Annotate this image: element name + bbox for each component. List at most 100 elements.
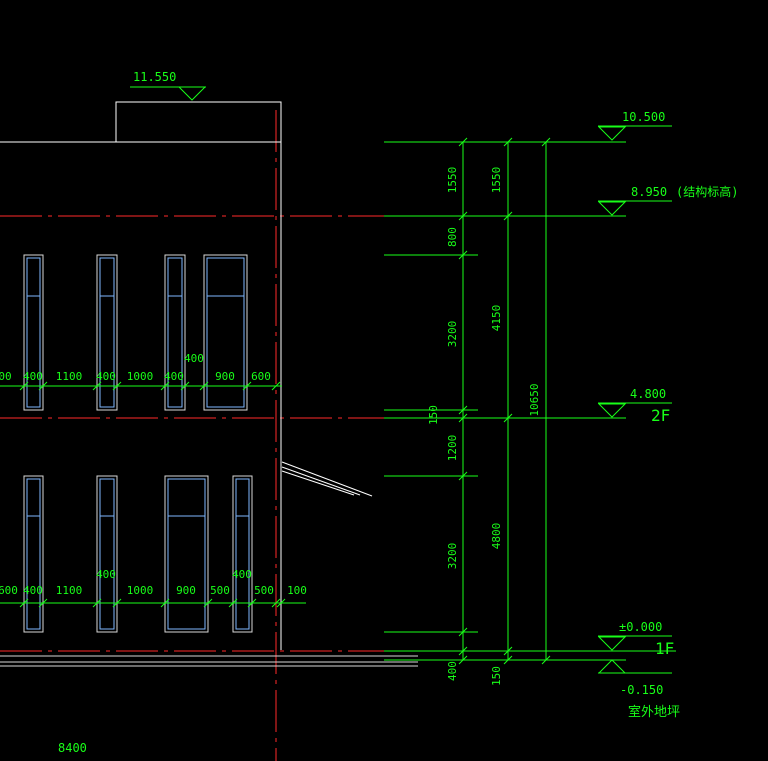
window-2 (164, 254, 186, 411)
axis-lines (0, 110, 384, 761)
hdim-upper-0: 00 (0, 370, 12, 383)
window-frame (23, 475, 44, 633)
vdim-inner-5: 3200 (446, 543, 459, 570)
hdim-lower-5: 900 (176, 584, 196, 597)
upper-tick-3 (112, 381, 122, 391)
windows-layer (23, 254, 253, 633)
outdoor-elevation-label: -0.150 (620, 683, 663, 697)
vdim-middle-3: 150 (490, 666, 503, 686)
hdim-lower-9: 100 (287, 584, 307, 597)
floor2-elevation-label: 4.800 (630, 387, 666, 401)
upper-tick-4 (160, 381, 170, 391)
window-4 (23, 475, 44, 633)
vdim-inner-3: 150 (427, 405, 440, 425)
horizontal-dimension-labels-upper: 00 400 1100 400 1000 400 400 900 600 (0, 352, 271, 383)
parapet-down-triangle-icon (177, 86, 207, 101)
window-glass (99, 478, 115, 630)
vdim-outer: 10650 (528, 383, 541, 416)
parapet-outline (115, 101, 282, 142)
hdim-lower-7: 400 (232, 568, 252, 581)
hdim-upper-7: 900 (215, 370, 235, 383)
hdim-lower-6: 500 (210, 584, 230, 597)
hdim-lower-2: 1100 (56, 584, 83, 597)
window-glass (206, 257, 245, 408)
vdim-middle-0: 1550 (490, 167, 503, 194)
window-glass (235, 478, 250, 630)
vdim-inner-1: 800 (446, 227, 459, 247)
roof-elevation-label: 10.500 (622, 110, 665, 124)
window-frame (96, 254, 118, 411)
hdim-upper-3: 400 (96, 370, 116, 383)
window-frame (164, 475, 209, 633)
vdim-middle-2: 4800 (490, 523, 503, 550)
vdim-inner-4: 1200 (446, 435, 459, 462)
lower-tick-5 (203, 598, 213, 608)
window-glass (26, 257, 41, 408)
outdoor-name-label: 室外地坪 (628, 704, 680, 720)
vdim-middle-1: 4150 (490, 305, 503, 332)
floor1-name-label: 1F (655, 639, 674, 658)
vdim-inner-6: 400 (446, 661, 459, 681)
upper-tick-7 (242, 381, 252, 391)
building-outline (0, 101, 418, 667)
window-frame (232, 475, 253, 633)
window-frame (203, 254, 248, 411)
lower-tick-8 (271, 598, 281, 608)
lower-tick-1 (38, 598, 48, 608)
hdim-lower-3: 400 (96, 568, 116, 581)
window-0 (23, 254, 44, 411)
hdim-upper-6: 400 (184, 352, 204, 365)
lower-tick-7 (247, 598, 257, 608)
upper-tick-1 (38, 381, 48, 391)
window-frame (96, 475, 118, 633)
elevation-labels: 11.550 10.500 8.950 (结构标高) 4.800 2F ±0.0… (58, 70, 738, 755)
lower-tick-9 (276, 598, 286, 608)
window-glass (167, 478, 206, 630)
canopy (281, 461, 373, 497)
hdim-lower-8: 500 (254, 584, 274, 597)
roof-down-triangle-icon (597, 126, 627, 141)
hdim-lower-1: 400 (23, 584, 43, 597)
floor1-down-triangle-icon (597, 636, 627, 651)
parapet-elevation-label: 11.550 (133, 70, 176, 84)
dimension-lines (0, 137, 676, 665)
upper-tick-2 (92, 381, 102, 391)
lower-tick-0 (19, 598, 29, 608)
bottom-dimension-label: 8400 (58, 741, 87, 755)
structural-down-triangle-icon (597, 201, 627, 216)
lower-tick-4 (160, 598, 170, 608)
structural-note-label: (结构标高) (676, 184, 738, 199)
roof-structural-elevation-label: 8.950 (631, 185, 667, 199)
upper-tick-5 (180, 381, 190, 391)
window-glass (167, 257, 183, 408)
hdim-upper-8: 600 (251, 370, 271, 383)
vdim-inner-0: 1550 (446, 167, 459, 194)
hdim-upper-1: 400 (23, 370, 43, 383)
floor2-name-label: 2F (651, 406, 670, 425)
window-3 (203, 254, 248, 411)
upper-tick-8 (271, 381, 281, 391)
lower-tick-6 (228, 598, 238, 608)
window-5 (96, 475, 118, 633)
hdim-upper-2: 1100 (56, 370, 83, 383)
upper-tick-6 (199, 381, 209, 391)
elevation-markers (130, 86, 672, 674)
horizontal-dimension-labels-lower: 600 400 1100 400 1000 900 500 400 500 10… (0, 568, 307, 597)
floor1-elevation-label: ±0.000 (619, 620, 662, 634)
hdim-lower-4: 1000 (127, 584, 154, 597)
vdim-inner-2: 3200 (446, 321, 459, 348)
lower-tick-3 (112, 598, 122, 608)
hdim-upper-5: 400 (164, 370, 184, 383)
vertical-dimension-labels: 1550 800 3200 150 1200 3200 400 1550 415… (427, 167, 541, 686)
window-glass (26, 478, 41, 630)
floor2-down-triangle-icon (597, 403, 627, 418)
hdim-lower-0: 600 (0, 584, 18, 597)
window-6 (164, 475, 209, 633)
window-glass (99, 257, 115, 408)
hdim-upper-4: 1000 (127, 370, 154, 383)
lower-tick-2 (92, 598, 102, 608)
window-frame (164, 254, 186, 411)
upper-tick-0 (19, 381, 29, 391)
